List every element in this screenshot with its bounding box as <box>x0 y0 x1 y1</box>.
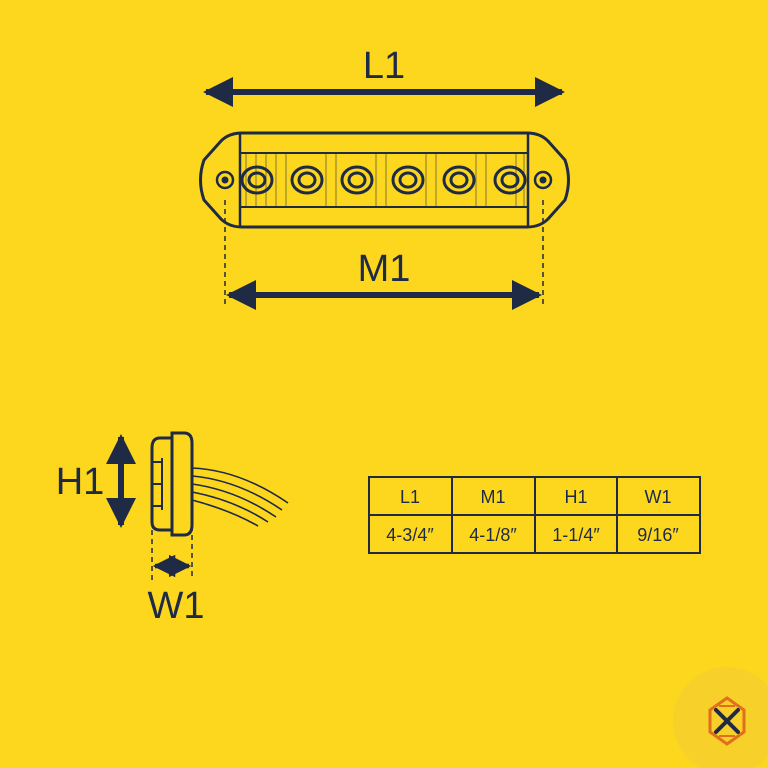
table-value-h1: 1-1/4″ <box>552 525 600 545</box>
light-bar-front-view <box>199 131 570 229</box>
table-value-m1: 4-1/8″ <box>469 525 517 545</box>
diamond-x-logo-icon <box>708 696 746 746</box>
table-header-m1: M1 <box>480 487 505 507</box>
mounting-hole-right <box>533 170 553 190</box>
table-header-h1: H1 <box>564 487 587 507</box>
w1-label: W1 <box>148 585 205 627</box>
wires <box>191 467 289 527</box>
l1-label: L1 <box>363 45 405 87</box>
brand-badge-circle <box>673 667 768 768</box>
table-value-w1: 9/16″ <box>637 525 679 545</box>
mounting-hole-left <box>215 170 235 190</box>
h1-label: H1 <box>56 461 105 503</box>
dimensions-table: L1 M1 H1 W1 4-3/4″ 4-1/8″ 1-1/4″ 9/16″ <box>368 476 701 554</box>
table-header-l1: L1 <box>400 487 420 507</box>
light-bar-side-view <box>150 431 194 537</box>
table-header-w1: W1 <box>645 487 672 507</box>
m1-label: M1 <box>358 248 411 290</box>
table-value-l1: 4-3/4″ <box>386 525 434 545</box>
brand-badge <box>673 667 768 768</box>
